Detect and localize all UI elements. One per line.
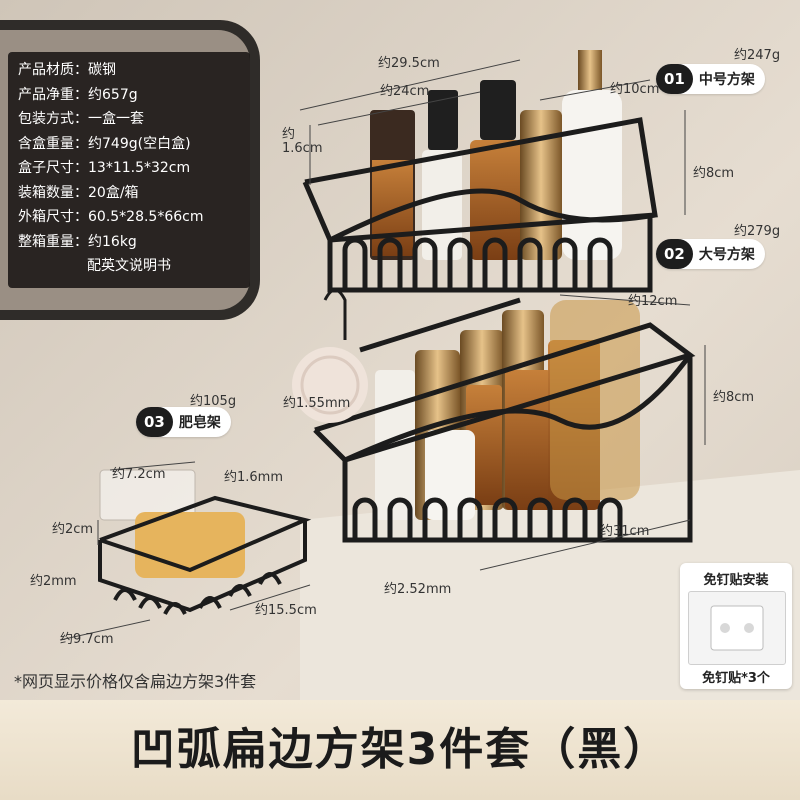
spec-row: 产品净重：约657g [18, 86, 138, 103]
dim-soap-hook-width: 约7.2cm [112, 467, 166, 482]
badge-label: 中号方架 [698, 72, 755, 88]
dim-soap-bottom: 约2mm [30, 574, 77, 589]
medium-rack-badge: 01 中号方架 [656, 64, 765, 94]
spec-row: 产品材质：碳钢 [18, 62, 116, 78]
install-caption: 免钉贴*3个 [702, 671, 770, 686]
install-card: 免钉贴安装 免钉贴*3个 [680, 563, 792, 689]
dimension-lines [59, 59, 706, 641]
adhesive-hook-image [688, 591, 786, 665]
spec-row: 含盒重量：约749g(空白盒) [18, 135, 191, 152]
medium-rack [302, 117, 658, 293]
spec-row: 包装方式：一盒一套 [18, 111, 144, 127]
badge-label: 大号方架 [698, 247, 755, 263]
badge-number: 03 [136, 407, 173, 437]
spec-note: 配英文说明书 [87, 258, 171, 274]
dim-inner-width: 约24cm [380, 84, 430, 99]
spec-row: 外箱尺寸：60.5*28.5*66cm [18, 209, 204, 225]
spec-row: 整箱重量：约16kg [18, 233, 137, 250]
spec-row: 装箱数量：20盒/箱 [18, 184, 139, 201]
dim-soap-side: 约2cm [52, 522, 94, 537]
soap-rack [98, 469, 312, 615]
large-rack [313, 297, 696, 543]
large-rack-badge: 02 大号方架 [656, 239, 765, 269]
medium-rack-weight: 约247g [734, 48, 781, 63]
footer-banner: 凹弧扁边方架3件套（黑） [0, 700, 800, 800]
dim-soap-depth: 约9.7cm [60, 632, 114, 647]
dim-medium-wire: 约1.6cm [282, 127, 323, 156]
dim-medium-height: 约8cm [693, 166, 735, 181]
dim-large-length: 约31cm [600, 524, 650, 539]
product-title: 凹弧扁边方架3件套（黑） [130, 724, 670, 775]
badge-label: 肥皂架 [178, 415, 221, 431]
dim-top-width: 约29.5cm [378, 56, 440, 71]
install-title: 免钉贴安装 [703, 573, 769, 588]
spec-panel: 产品材质：碳钢 产品净重：约657g 包装方式：一盒一套 含盒重量：约749g(… [8, 52, 250, 288]
dim-large-wire: 约1.55mm [283, 396, 351, 411]
dim-large-depth: 约12cm [628, 294, 678, 309]
badge-number: 02 [656, 239, 693, 269]
sponge [292, 288, 368, 423]
dim-soap-length: 约15.5cm [255, 603, 317, 618]
large-rack-weight: 约279g [734, 224, 781, 239]
dim-soap-wire: 约1.6mm [224, 470, 284, 485]
adhesive-hook-icon [710, 605, 764, 651]
spec-row: 盒子尺寸：13*11.5*32cm [18, 160, 191, 176]
dim-large-height: 约8cm [713, 390, 755, 405]
price-note: *网页显示价格仅含扁边方架3件套 [14, 672, 257, 691]
dim-medium-depth: 约10cm [610, 82, 660, 97]
dim-large-hook: 约2.52mm [384, 582, 452, 597]
badge-number: 01 [656, 64, 693, 94]
soap-rack-weight: 约105g [190, 394, 237, 409]
soap-rack-badge: 03 肥皂架 [136, 407, 231, 437]
